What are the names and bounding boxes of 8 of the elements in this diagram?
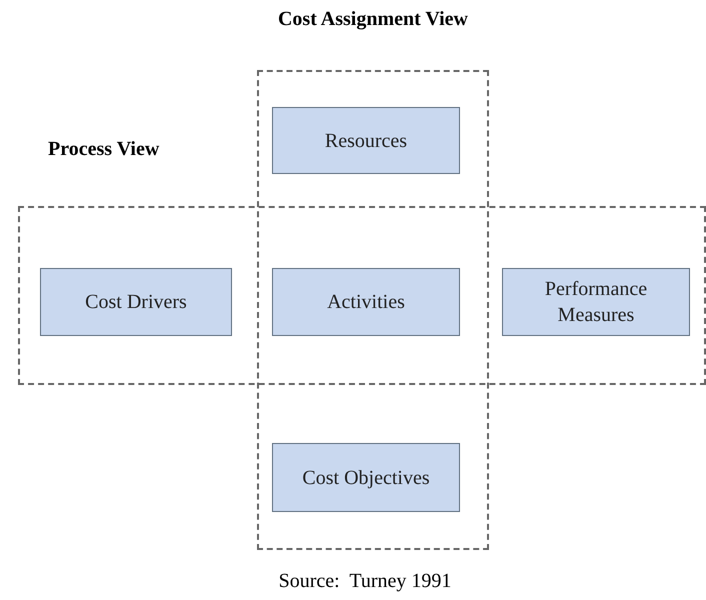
process-box: Performance Measures [502,268,690,336]
caption: Source: Turney 1991 [278,570,452,592]
group-title: Process View [48,138,160,161]
process-box: Activities [272,268,460,336]
process-box: Cost Objectives [272,443,460,512]
group-title: Cost Assignment View [278,8,468,31]
process-box: Resources [272,107,460,174]
process-box: Cost Drivers [40,268,232,336]
